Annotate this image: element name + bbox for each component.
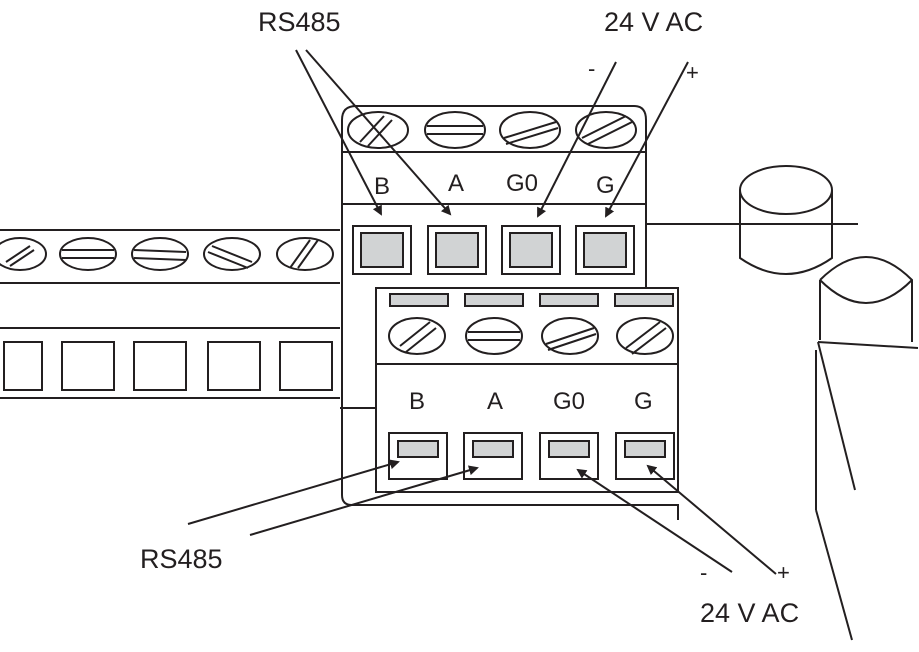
top-block-labels: RS485 24 V AC - + B A G0 G [258,7,703,200]
bottom-power-arrow-g [646,464,777,575]
top-block-terminals [352,225,635,275]
bottom-pin-b: B [409,388,425,415]
bottom-pin-a: A [487,388,503,415]
top-pin-a: A [448,170,464,197]
bottom-block-top-slots [389,293,674,307]
top-minus-sign: - [588,56,595,81]
top-pin-g0: G0 [506,170,538,197]
top-plus-sign: + [686,60,699,85]
bottom-power-label: 24 V AC [700,598,799,628]
bottom-leader-lines [187,459,777,575]
bottom-power-arrow-g0 [576,468,733,573]
top-terminal-block [341,105,647,400]
top-block-screws [347,111,637,149]
bottom-rs485-arrow-b [187,459,400,525]
right-board-edge [815,341,919,641]
top-leader-lines [295,49,689,218]
bottom-plus-sign: + [777,560,790,585]
bottom-pin-g0: G0 [553,388,585,415]
left-strip-terminals [3,341,333,391]
top-pin-b: B [374,173,390,200]
capacitor-1 [739,165,833,275]
top-rs485-label: RS485 [258,7,341,37]
top-power-label: 24 V AC [604,7,703,37]
bottom-pin-g: G [634,388,653,415]
bottom-block-labels: B A G0 G RS485 - + 24 V AC [140,388,799,628]
left-strip-screws [0,237,334,271]
bottom-minus-sign: - [700,560,707,585]
bottom-rs485-arrow-a [249,465,479,536]
top-rs485-arrow-a [305,49,452,216]
left-terminal-strip [0,229,340,399]
bottom-block-screws [388,317,674,355]
bottom-block-terminals [388,432,675,480]
bottom-rs485-label: RS485 [140,544,223,574]
bottom-terminal-block [375,287,679,493]
top-pin-g: G [596,172,615,199]
top-power-arrow-g [605,61,689,218]
top-rs485-arrow-b [295,49,382,216]
capacitor-2 [819,256,913,342]
top-power-arrow-g0 [537,61,617,218]
